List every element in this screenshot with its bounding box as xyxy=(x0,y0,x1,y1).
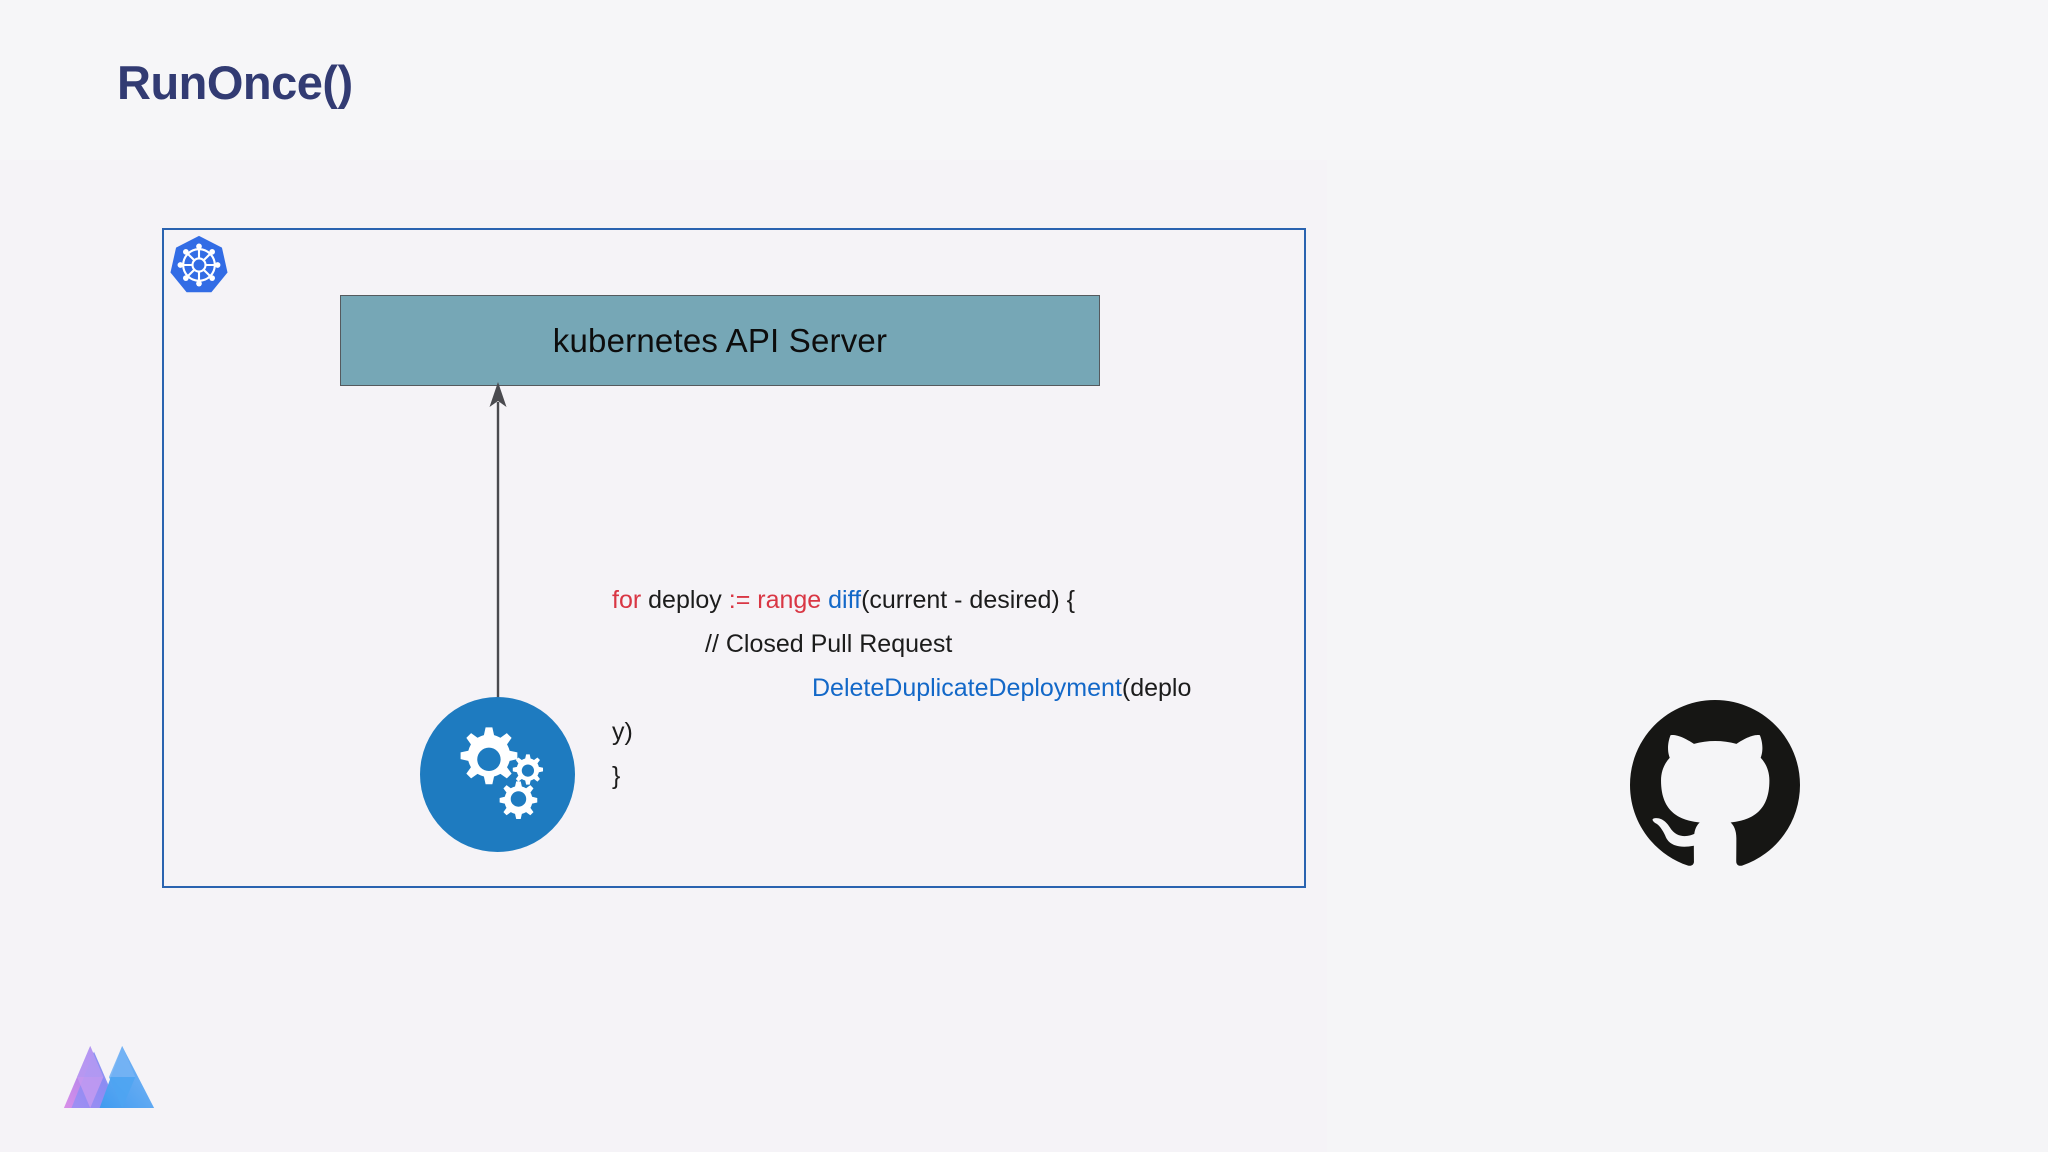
code-line: } xyxy=(612,754,1332,798)
api-server-label: kubernetes API Server xyxy=(552,321,888,359)
api-server-node: kubernetes API Server xyxy=(340,295,1100,386)
code-token: (current - desired) { xyxy=(861,586,1076,614)
code-token: range xyxy=(757,586,822,614)
code-line: DeleteDuplicateDeployment(deplo xyxy=(612,666,1332,710)
code-token: for xyxy=(612,586,642,614)
code-token: (deplo xyxy=(1121,674,1192,702)
background-band-right xyxy=(1327,160,2048,1152)
code-token: deploy xyxy=(641,586,729,614)
code-line: for deploy := range diff(current - desir… xyxy=(612,578,1332,622)
background-band-top xyxy=(0,0,2048,160)
code-token: diff xyxy=(828,586,862,614)
code-token: y) xyxy=(612,718,633,746)
code-token: // Closed Pull Request xyxy=(705,630,953,658)
code-snippet: for deploy := range diff(current - desir… xyxy=(612,578,1332,798)
code-token: := xyxy=(728,586,751,614)
kubernetes-cluster-boundary xyxy=(162,228,1306,888)
controller-node xyxy=(420,697,575,852)
code-line: // Closed Pull Request xyxy=(612,622,1332,666)
page-title: RunOnce() xyxy=(117,56,353,109)
code-token: } xyxy=(612,762,621,790)
kubernetes-icon xyxy=(168,234,230,296)
code-line: y) xyxy=(612,710,1332,754)
github-octocat-icon xyxy=(1630,700,1800,870)
code-token: DeleteDuplicateDeployment xyxy=(812,674,1122,702)
gears-icon xyxy=(442,720,554,830)
brand-m-logo-icon xyxy=(62,1046,156,1108)
